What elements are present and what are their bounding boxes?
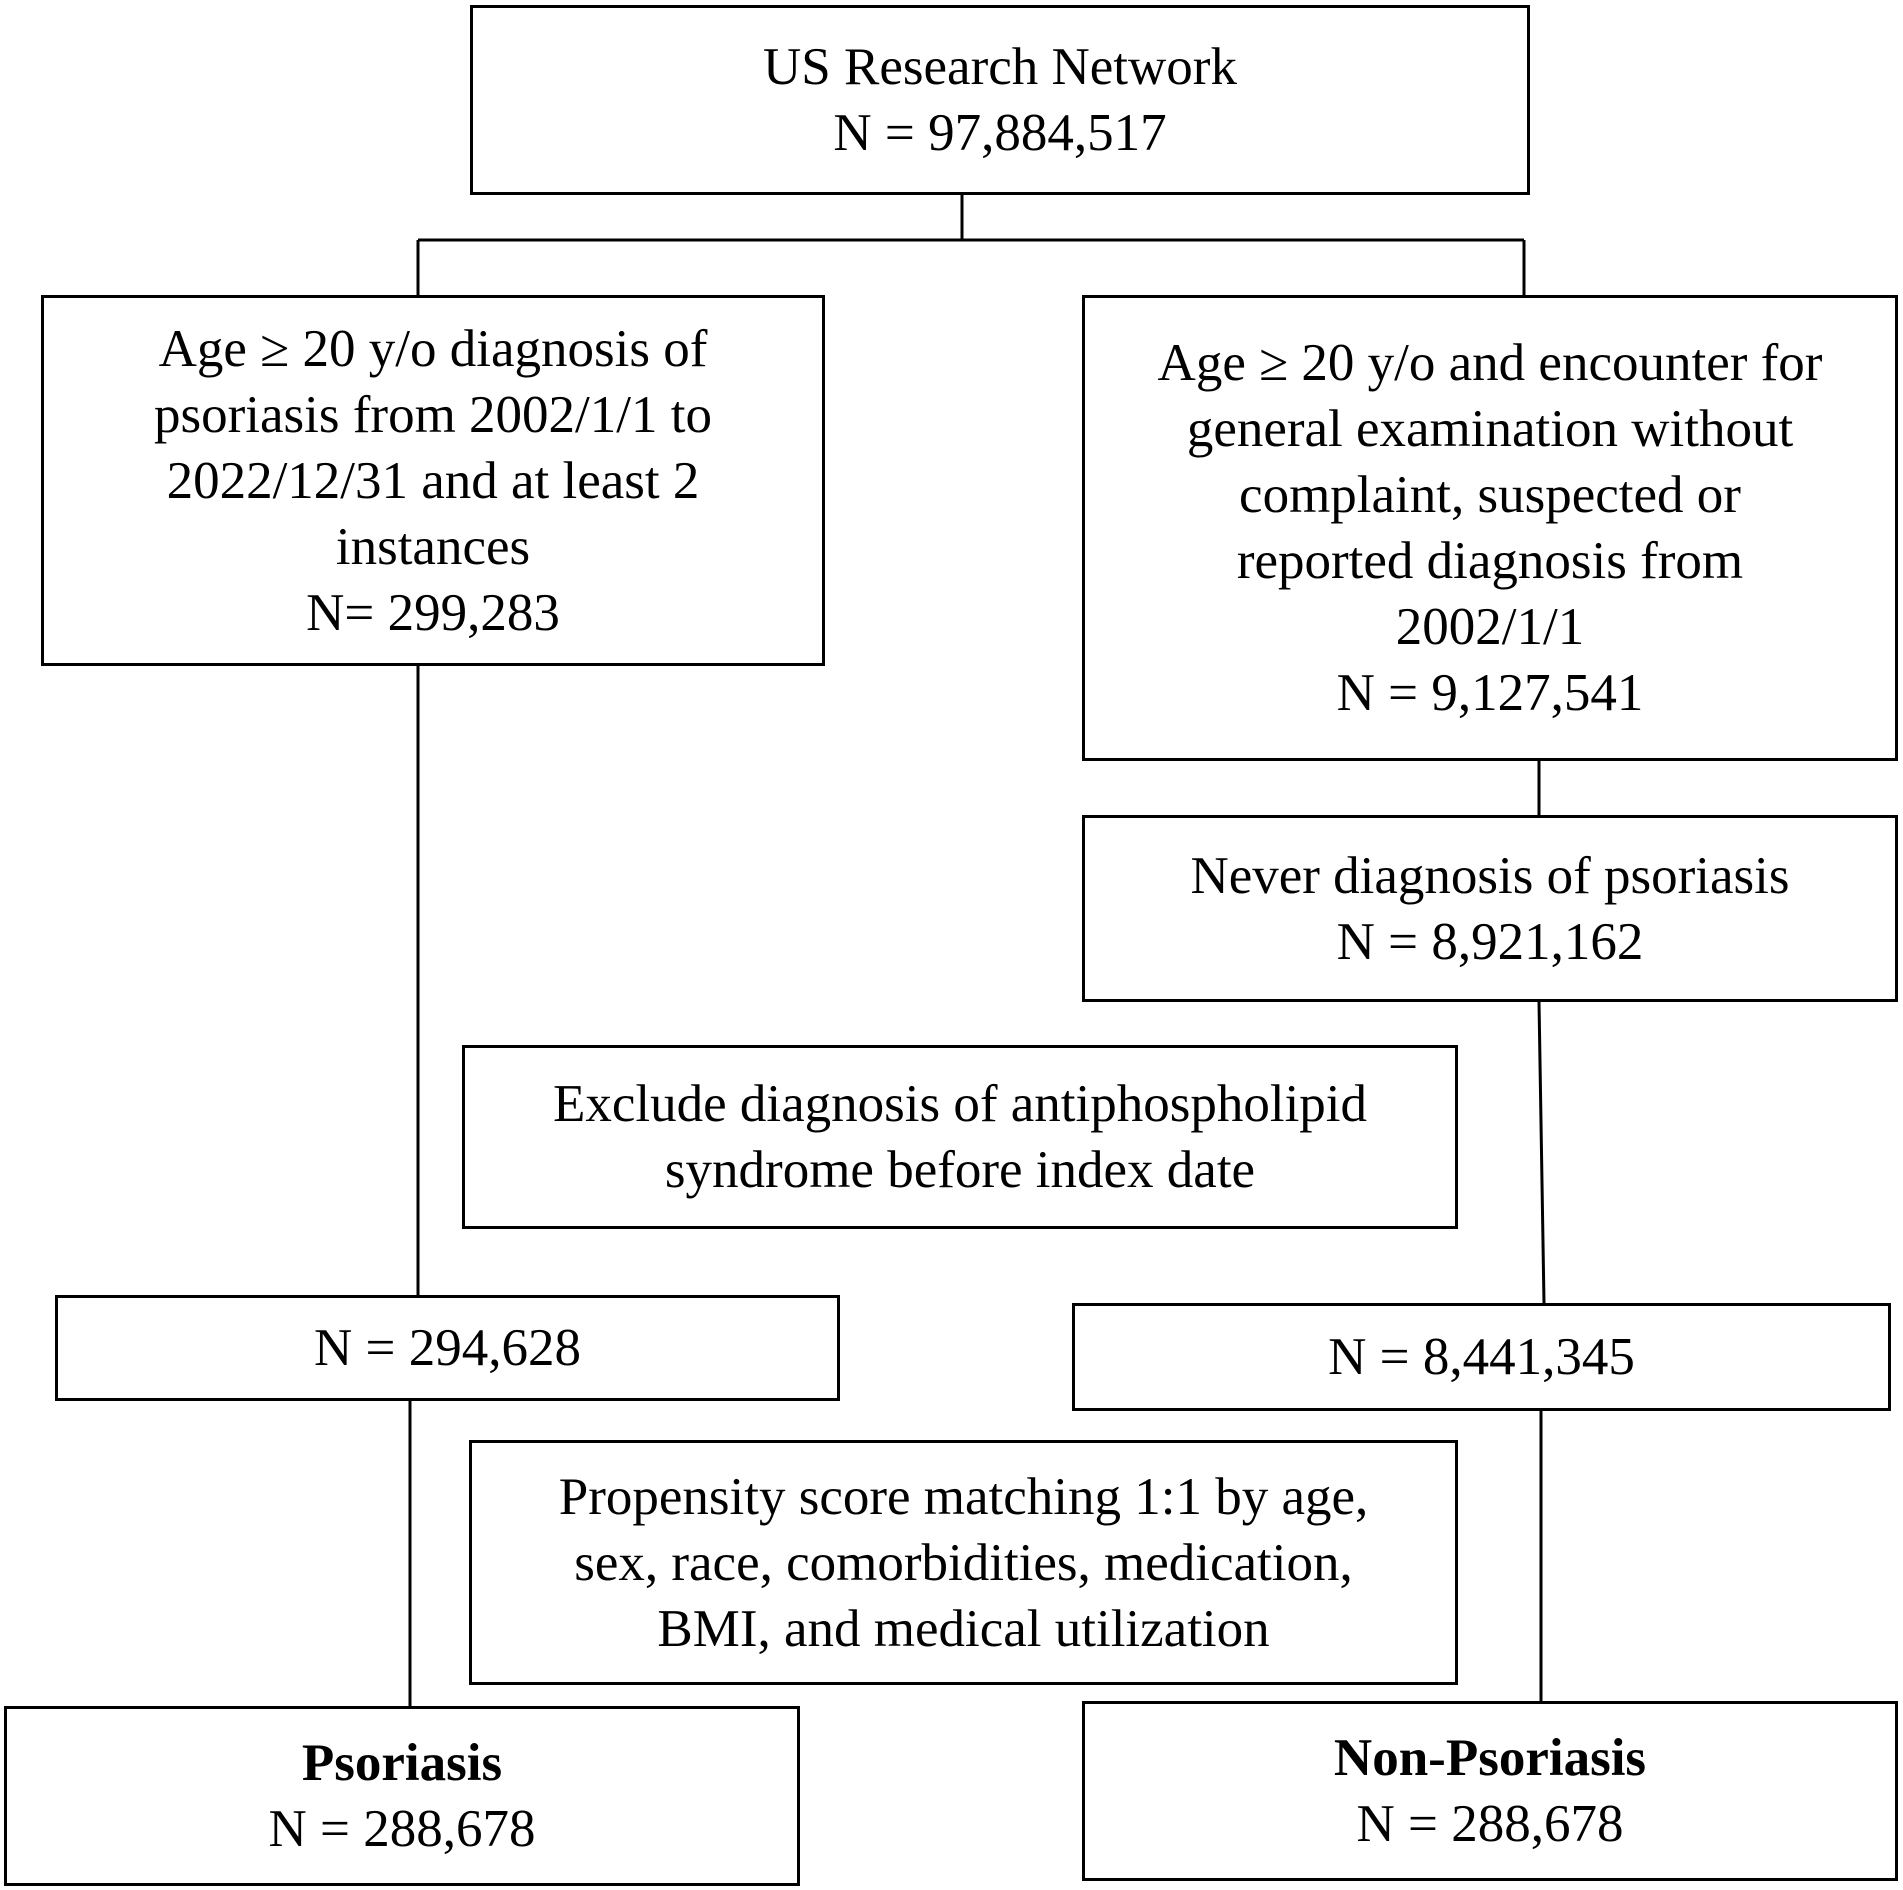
left-after-exclusion-box: N = 294,628	[55, 1295, 840, 1401]
left-cohort-box: Age ≥ 20 y/o diagnosis of psoriasis from…	[41, 295, 825, 666]
left-cohort-line-3: 2022/12/31 and at least 2	[166, 451, 700, 510]
matching-line-1: Propensity score matching 1:1 by age,	[558, 1467, 1369, 1526]
root-box: US Research Network N = 97,884,517	[470, 5, 1530, 195]
right-cohort-box: Age ≥ 20 y/o and encounter for general e…	[1082, 295, 1898, 761]
psoriasis-group-count: N = 288,678	[268, 1800, 536, 1858]
right-after-exclusion-count: N = 8,441,345	[1328, 1328, 1635, 1386]
connector-never-to-exclusion	[1537, 1001, 1546, 1304]
left-after-exclusion-count: N = 294,628	[314, 1319, 581, 1377]
non-psoriasis-group-box: Non-Psoriasis N = 288,678	[1082, 1701, 1898, 1881]
right-cohort-line-2: general examination without	[1186, 400, 1794, 458]
matching-line-3: BMI, and medical utilization	[657, 1599, 1270, 1658]
non-psoriasis-group-title: Non-Psoriasis	[1333, 1729, 1647, 1787]
root-line-2: N = 97,884,517	[833, 104, 1167, 162]
exclusion-line-1: Exclude diagnosis of antiphospholipid	[552, 1075, 1368, 1133]
psoriasis-group-title: Psoriasis	[301, 1734, 503, 1792]
matching-line-2: sex, race, comorbidities, medication,	[574, 1533, 1353, 1592]
right-cohort-line-3: complaint, suspected or	[1239, 466, 1741, 524]
right-cohort-line-6: N = 9,127,541	[1336, 664, 1644, 722]
right-cohort-line-5: 2002/1/1	[1395, 598, 1585, 656]
left-cohort-line-2: psoriasis from 2002/1/1 to	[154, 385, 712, 444]
non-psoriasis-group-count: N = 288,678	[1356, 1795, 1624, 1853]
never-psoriasis-line-2: N = 8,921,162	[1336, 912, 1644, 971]
psoriasis-group-box: Psoriasis N = 288,678	[4, 1706, 800, 1886]
left-cohort-line-1: Age ≥ 20 y/o diagnosis of	[158, 319, 708, 378]
never-psoriasis-box: Never diagnosis of psoriasis N = 8,921,1…	[1082, 815, 1898, 1002]
right-cohort-line-4: reported diagnosis from	[1236, 532, 1744, 590]
left-cohort-line-4: instances	[335, 517, 531, 576]
right-after-exclusion-box: N = 8,441,345	[1072, 1303, 1891, 1411]
never-psoriasis-line-1: Never diagnosis of psoriasis	[1190, 846, 1790, 905]
root-line-1: US Research Network	[763, 38, 1237, 96]
matching-box: Propensity score matching 1:1 by age, se…	[469, 1440, 1458, 1685]
left-cohort-line-5: N= 299,283	[306, 583, 560, 642]
exclusion-box: Exclude diagnosis of antiphospholipid sy…	[462, 1045, 1458, 1229]
exclusion-line-2: syndrome before index date	[664, 1141, 1256, 1199]
right-cohort-line-1: Age ≥ 20 y/o and encounter for	[1157, 334, 1823, 392]
